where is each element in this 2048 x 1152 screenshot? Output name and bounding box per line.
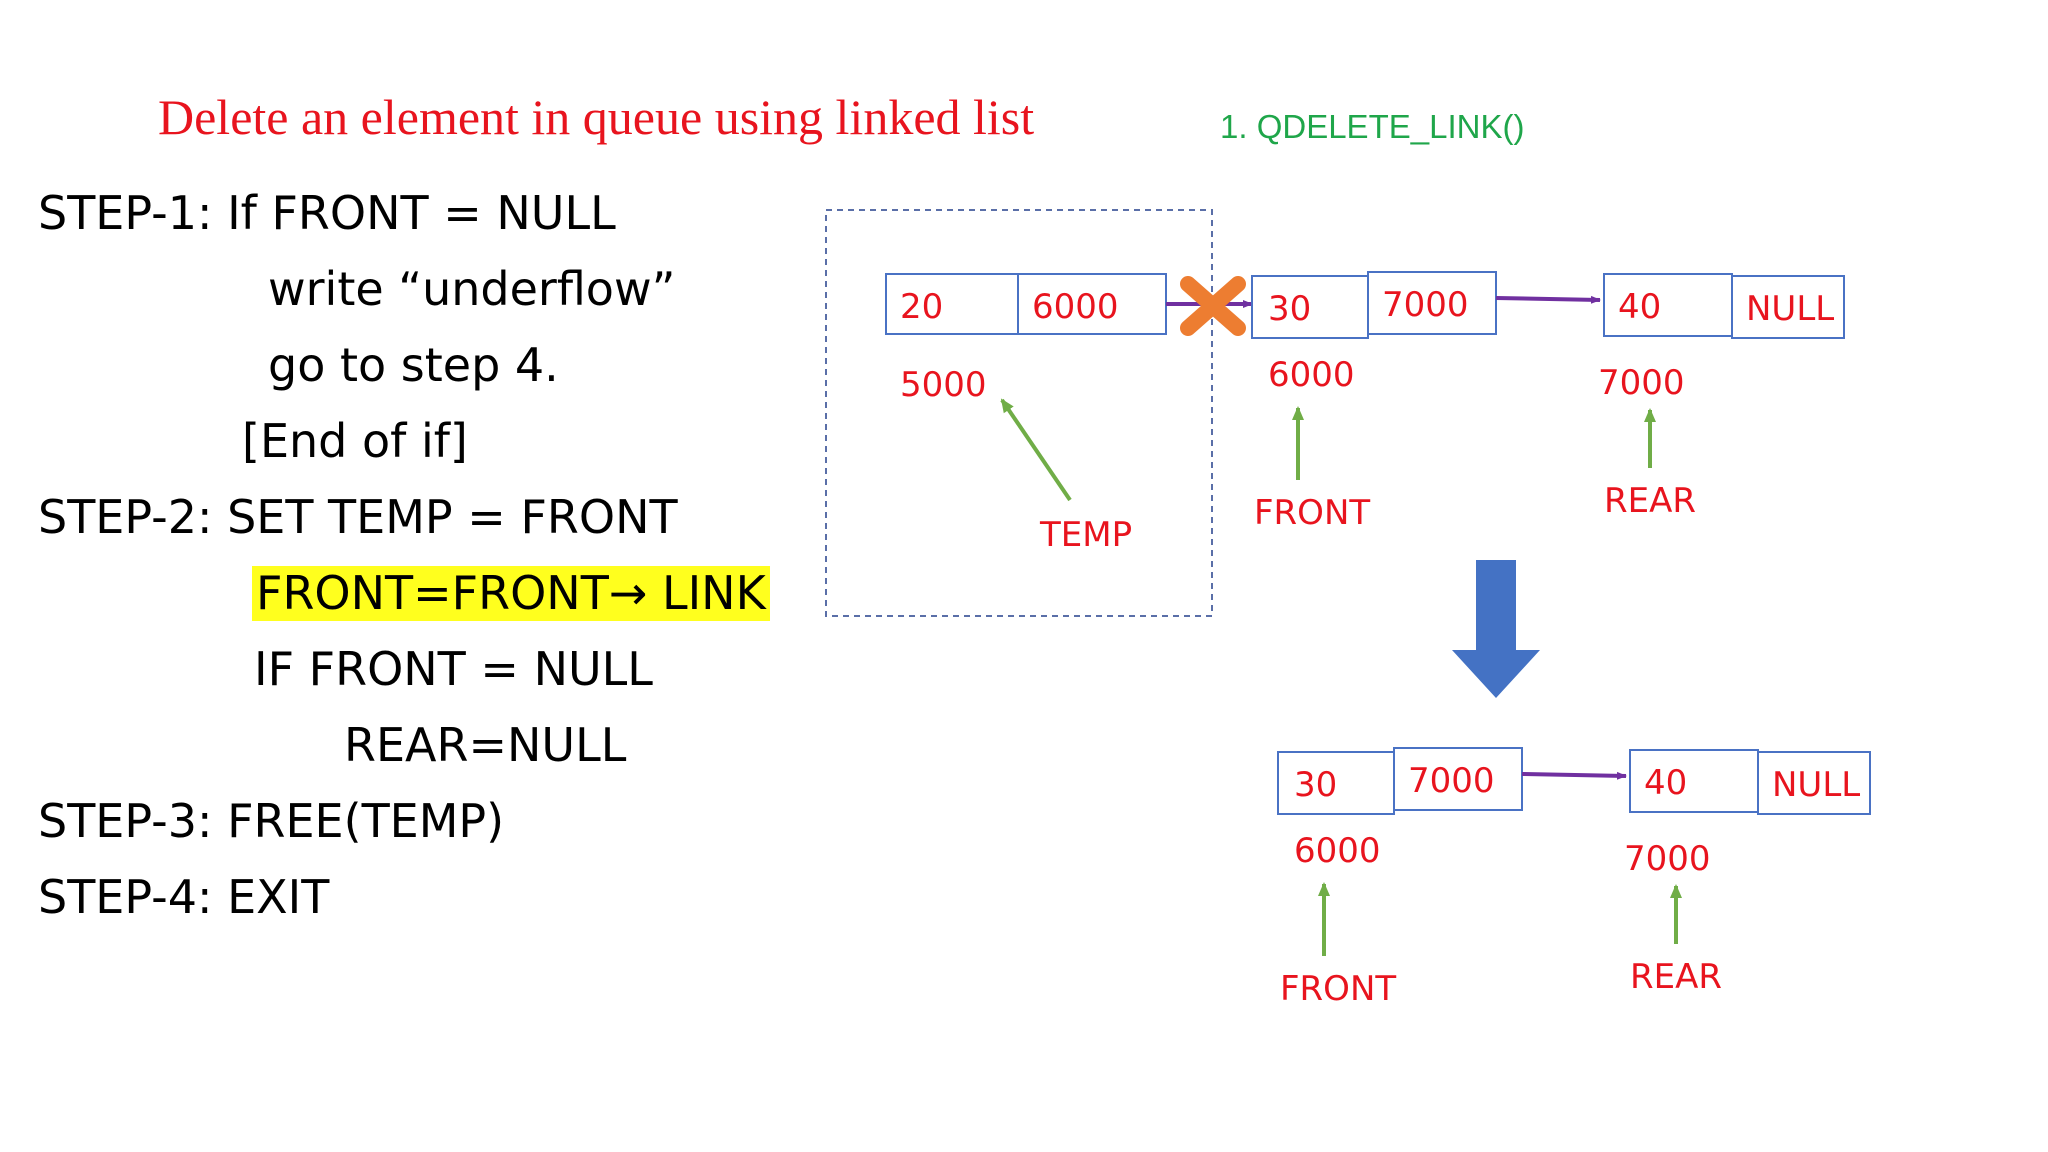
- after-node-1-link: 7000: [1408, 761, 1495, 801]
- temp-pointer-arrow: [1000, 398, 1072, 502]
- algorithm-step-2-if: IF FRONT = NULL: [254, 642, 653, 696]
- algorithm-step-2-highlight: FRONT=FRONT→ LINK: [252, 566, 770, 621]
- after-node-1: 30 7000 6000: [1277, 747, 1523, 871]
- before-link-arrow-2: [1495, 295, 1601, 304]
- before-node-1: 20 6000 5000: [885, 273, 1167, 405]
- before-node-1-data: 20: [900, 287, 943, 327]
- transition-down-arrow-icon: [1452, 560, 1540, 698]
- after-rear-pointer-label: REAR: [1630, 957, 1722, 997]
- after-node-2-address: 7000: [1624, 839, 1711, 879]
- before-node-2-link: 7000: [1382, 285, 1469, 325]
- before-node-2-data: 30: [1268, 289, 1311, 329]
- algorithm-step-1-goto: go to step 4.: [268, 338, 559, 392]
- before-node-2-link-cell: [1367, 271, 1497, 335]
- algorithm-step-2: STEP-2: SET TEMP = FRONT: [38, 490, 678, 544]
- before-node-2: 30 7000 6000: [1251, 271, 1497, 395]
- after-front-pointer-label: FRONT: [1280, 969, 1396, 1009]
- before-node-3-link-cell: [1731, 275, 1845, 339]
- algorithm-step-4: STEP-4: EXIT: [38, 870, 330, 924]
- algorithm-step-1: STEP-1: If FRONT = NULL: [38, 186, 616, 240]
- before-front-pointer-label: FRONT: [1254, 493, 1370, 533]
- temp-pointer-label: TEMP: [1039, 515, 1132, 555]
- before-node-1-address: 5000: [900, 365, 987, 405]
- before-node-3-data: 40: [1618, 287, 1661, 327]
- temp-node-region: [825, 209, 1213, 617]
- before-rear-pointer-label: REAR: [1604, 481, 1696, 521]
- algorithm-step-1-write: write “underflow”: [268, 262, 676, 316]
- before-node-3: 40 NULL 7000: [1598, 273, 1845, 403]
- before-node-3-link: NULL: [1746, 289, 1834, 329]
- after-node-2: 40 NULL 7000: [1624, 749, 1871, 879]
- function-name: 1. QDELETE_LINK(): [1220, 108, 1525, 145]
- after-node-1-link-cell: [1393, 747, 1523, 811]
- before-node-3-address: 7000: [1598, 363, 1685, 403]
- after-link-arrow: [1521, 771, 1627, 780]
- after-node-2-link: NULL: [1772, 765, 1860, 805]
- cross-icon: [1180, 276, 1246, 336]
- algorithm-step-1-endif: [End of if]: [242, 414, 468, 468]
- after-node-2-link-cell: [1757, 751, 1871, 815]
- after-node-1-address: 6000: [1294, 831, 1381, 871]
- algorithm-step-3: STEP-3: FREE(TEMP): [38, 794, 505, 848]
- before-node-2-address: 6000: [1268, 355, 1355, 395]
- algorithm-step-2-rear: REAR=NULL: [344, 718, 627, 772]
- before-node-1-link: 6000: [1032, 287, 1119, 327]
- after-node-1-data: 30: [1294, 765, 1337, 805]
- slide-title: Delete an element in queue using linked …: [158, 89, 1035, 145]
- after-node-2-data: 40: [1644, 763, 1687, 803]
